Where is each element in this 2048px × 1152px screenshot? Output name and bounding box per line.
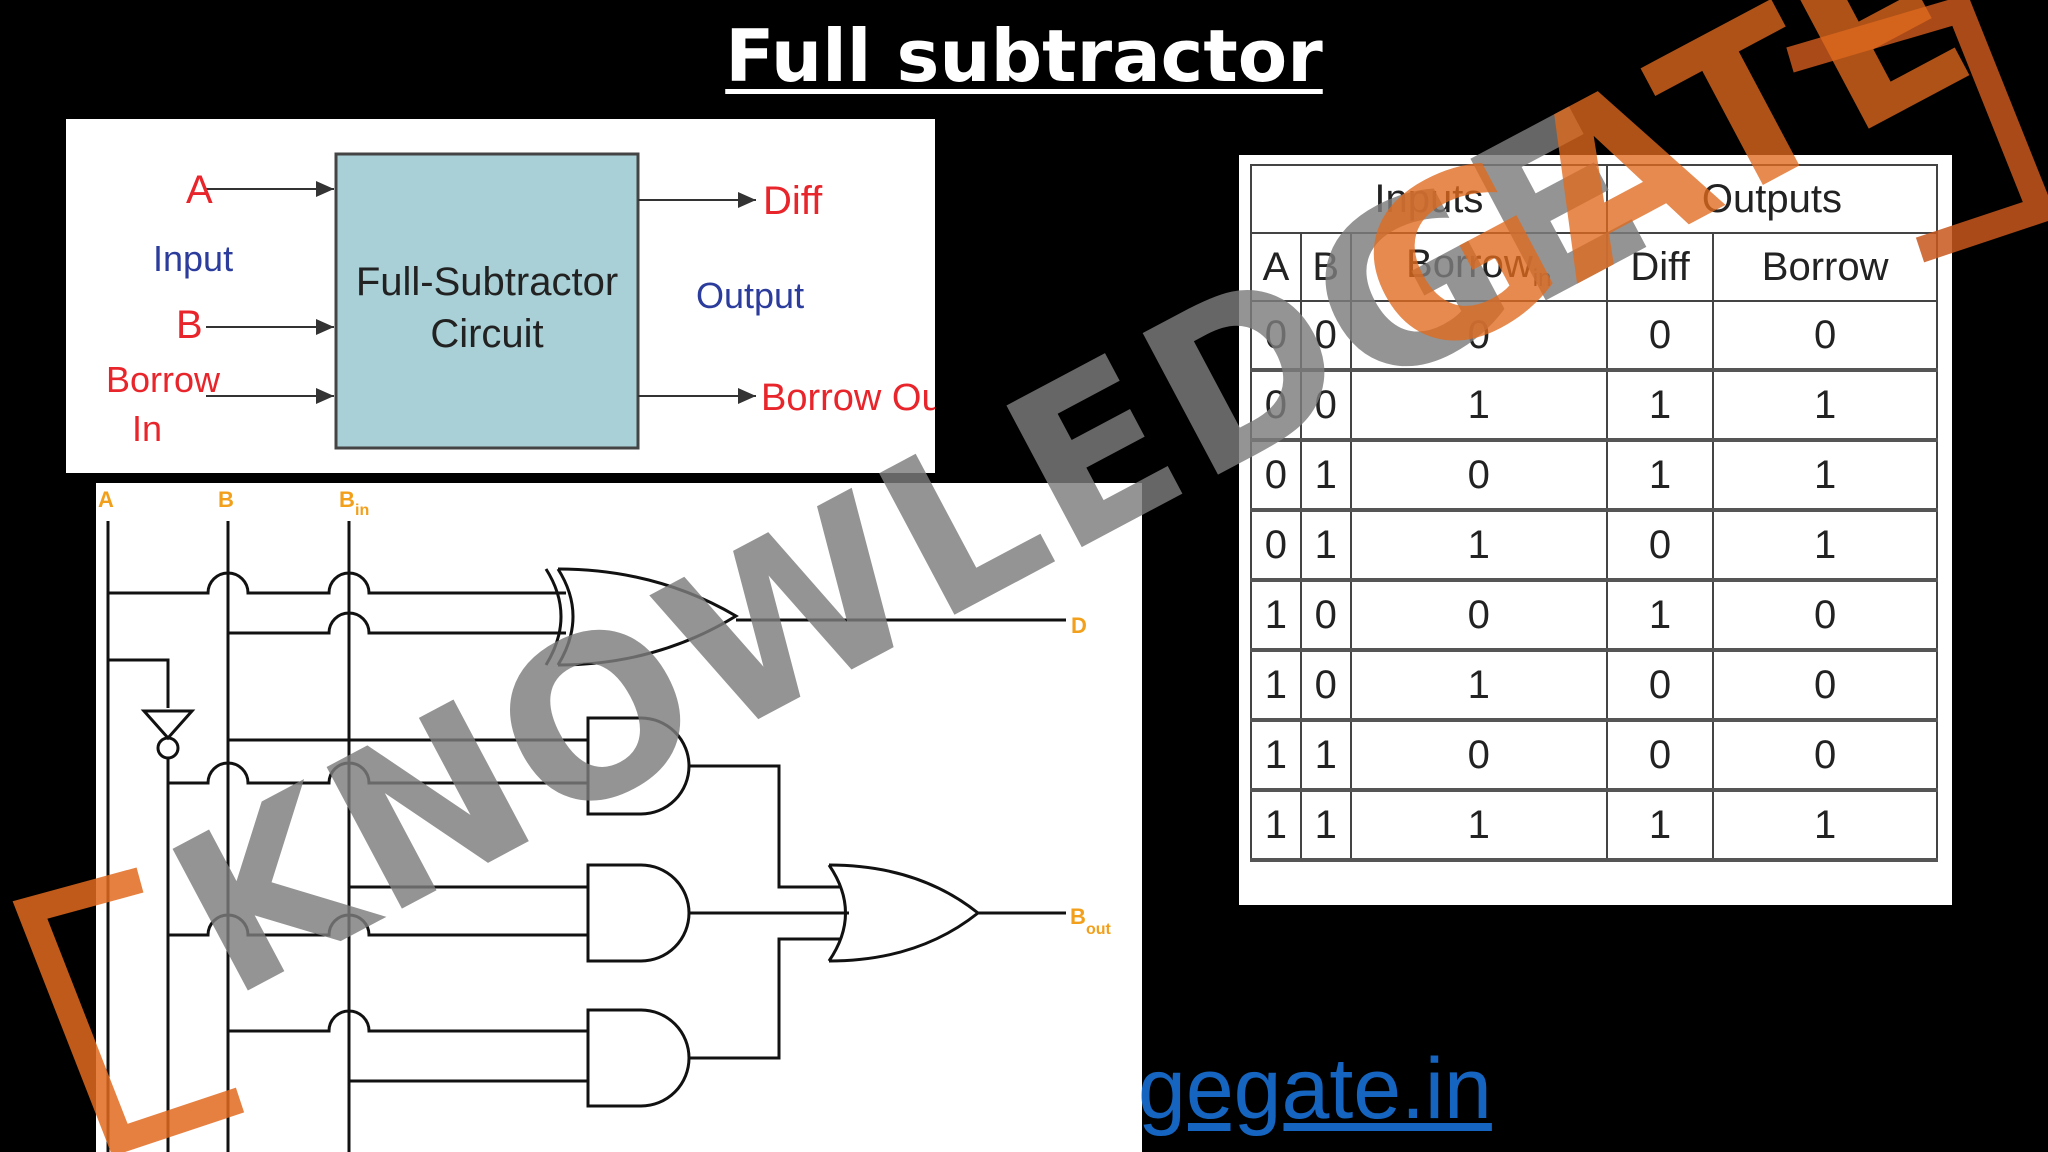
input-group-label: Input [153, 238, 233, 279]
output-borrow-label: Borrow Out [761, 377, 935, 419]
column-header-a: A [1250, 232, 1302, 302]
label-bout: B [1070, 904, 1086, 929]
truth-table-panel: Inputs Outputs A B Borrowin Diff Borrow … [1239, 155, 1952, 905]
logic-circuit-svg: A B B in D B out [98, 487, 1112, 1152]
xor-gate [544, 567, 739, 667]
label-bin: B [339, 487, 355, 512]
label-d: D [1071, 613, 1087, 638]
block-diagram: Full-Subtractor Circuit A Input B Borrow… [66, 119, 935, 473]
borrow-in-label-line2: In [132, 408, 162, 449]
input-b-label: B [176, 303, 203, 347]
outputs-group-header: Outputs [1605, 164, 1939, 234]
truth-table: Inputs Outputs A B Borrowin Diff Borrow … [1250, 164, 1939, 862]
subtractor-box [334, 152, 640, 450]
label-b: B [218, 487, 234, 512]
output-diff-label: Diff [763, 179, 823, 223]
label-bin-sub: in [355, 502, 369, 519]
page-title: Full subtractor [725, 14, 1323, 98]
output-group-label: Output [696, 275, 804, 316]
column-header-borrow-in: Borrowin [1349, 232, 1608, 302]
label-bout-sub: out [1086, 921, 1112, 938]
column-header-b: B [1299, 232, 1352, 302]
and-gate-3 [586, 1008, 691, 1108]
and-gate-2 [586, 863, 691, 963]
column-header-borrow: Borrow [1712, 232, 1938, 302]
and-gate-1 [586, 716, 691, 816]
not-gate [140, 709, 196, 741]
block-diagram-svg: Full-Subtractor Circuit A Input B Borrow… [106, 152, 935, 450]
or-gate [827, 863, 981, 963]
column-header-diff: Diff [1605, 232, 1715, 302]
not-bubble [156, 736, 180, 760]
input-a-label: A [186, 168, 213, 212]
borrow-in-label-line1: Borrow [106, 359, 221, 400]
inputs-group-header: Inputs [1250, 164, 1608, 234]
box-label-line2: Circuit [430, 312, 543, 356]
website-link[interactable]: gegate.in [1138, 1041, 1492, 1137]
label-a: A [98, 487, 114, 512]
logic-circuit: A B B in D B out [96, 483, 1142, 1152]
box-label-line1: Full-Subtractor [356, 260, 618, 304]
